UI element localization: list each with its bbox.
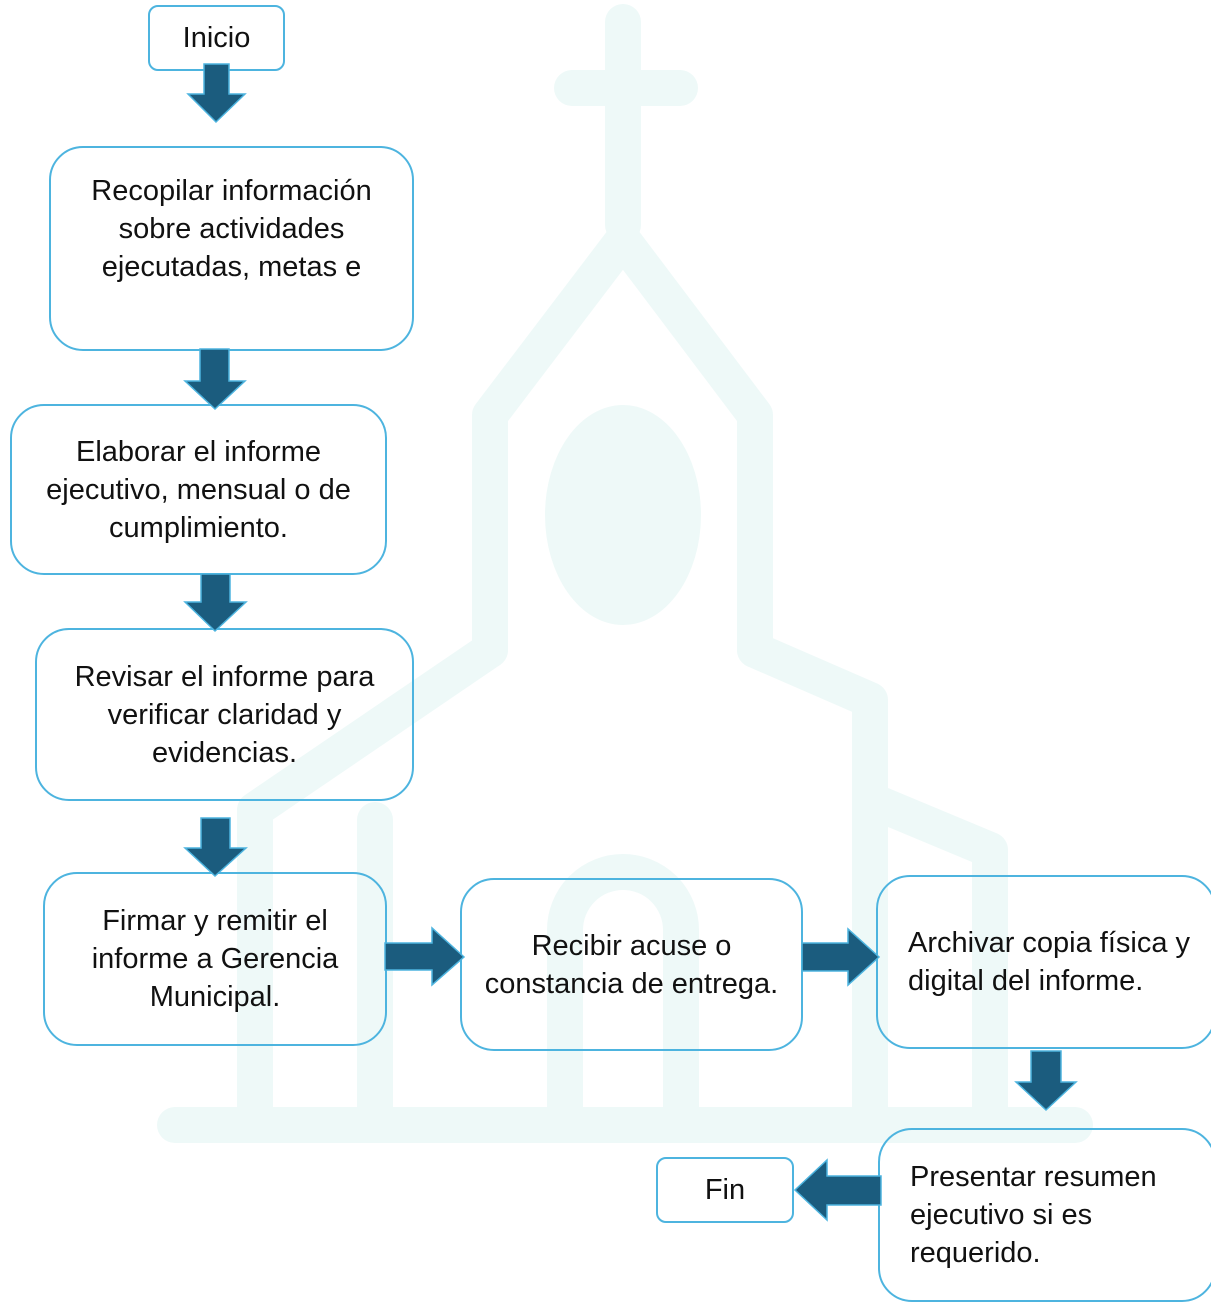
step-3-label: Revisar el informe para verificar clarid… <box>74 660 375 769</box>
step-1-node: Recopilar información sobre actividades … <box>49 146 414 351</box>
step-1-label: Recopilar información sobre actividades … <box>91 175 372 283</box>
step-5-label: Recibir acuse o constancia de entrega. <box>484 929 779 1000</box>
end-label: Fin <box>704 1174 746 1206</box>
step-5-node: Recibir acuse o constancia de entrega. <box>460 878 803 1051</box>
step-2-label: Elaborar el informe ejecutivo, mensual o… <box>46 435 351 544</box>
step-4-node: Firmar y remitir el informe a Gerencia M… <box>43 872 387 1046</box>
step-6-node: Archivar copia física y digital del info… <box>876 875 1211 1049</box>
step-7-node: Presentar resumen ejecutivo si es requer… <box>878 1128 1211 1302</box>
end-node: Fin <box>656 1157 794 1223</box>
start-label: Inicio <box>182 22 251 54</box>
step-7-label: Presentar resumen ejecutivo si es requer… <box>910 1161 1157 1269</box>
start-node: Inicio <box>148 5 285 71</box>
step-3-node: Revisar el informe para verificar clarid… <box>35 628 414 801</box>
step-6-label: Archivar copia física y digital del info… <box>908 927 1191 997</box>
step-2-node: Elaborar el informe ejecutivo, mensual o… <box>10 404 387 575</box>
step-4-label: Firmar y remitir el informe a Gerencia M… <box>91 905 339 1013</box>
